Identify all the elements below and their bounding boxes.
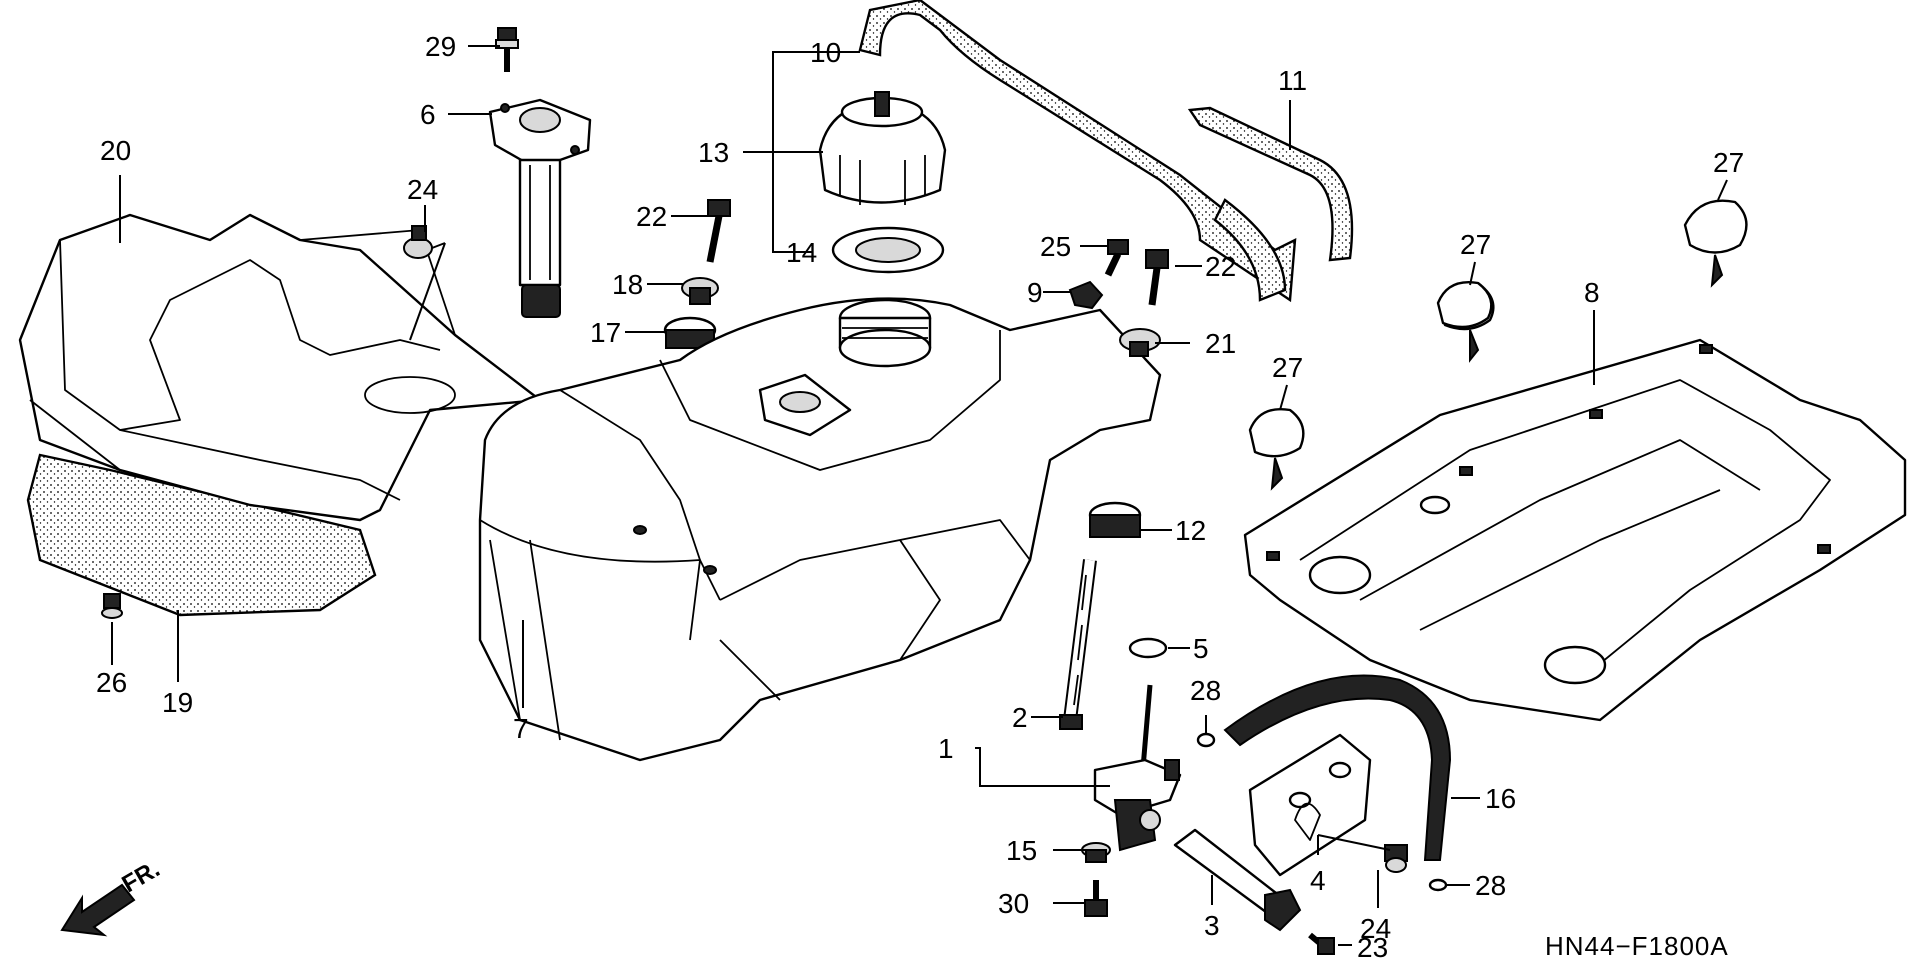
part-26-clip (101, 593, 123, 619)
part-13-fuel-cap (818, 91, 947, 205)
callout-25: 25 (1040, 231, 1071, 262)
part-28-clip-b (1428, 878, 1448, 892)
part-7-fuel-tank (478, 297, 1162, 762)
part-6-fuel-gauge (488, 98, 592, 318)
callout-4: 4 (1310, 865, 1326, 896)
callout-16: 16 (1485, 783, 1516, 814)
part-18-collar (681, 277, 719, 305)
callout-26: 26 (96, 667, 127, 698)
part-14-gasket (831, 226, 945, 274)
callout-7: 7 (513, 713, 529, 744)
callout-22-right: 22 (1205, 251, 1236, 282)
callout-5: 5 (1193, 633, 1209, 664)
part-20-front-cover (18, 213, 542, 522)
part-21-collar (1119, 328, 1161, 357)
callout-27-right: 27 (1713, 147, 1744, 178)
part-1-fuel-valve (1093, 684, 1182, 852)
callout-20: 20 (100, 135, 131, 166)
part-9-nut (1068, 280, 1104, 310)
part-29-bolt (495, 27, 519, 72)
part-10-breather-tube (858, 0, 1297, 303)
callout-23: 23 (1357, 932, 1388, 959)
callout-22-left: 22 (636, 201, 667, 232)
front-direction-arrow: FR. (60, 855, 164, 937)
callout-12: 12 (1175, 515, 1206, 546)
callout-24-bottom: 24 (1360, 913, 1391, 944)
part-17-grommet (663, 316, 717, 349)
part-4-bracket (1248, 733, 1372, 877)
part-10-breather-tube-lower (1213, 198, 1287, 302)
callout-18: 18 (612, 269, 643, 300)
part-30-screw (1084, 880, 1108, 917)
part-24-clip (403, 225, 433, 259)
part-2-strainer (1059, 559, 1097, 730)
part-15-washer (1081, 842, 1111, 863)
callout-2: 2 (1012, 702, 1028, 733)
part-25-bolt (1104, 239, 1129, 277)
part-5-o-ring (1128, 637, 1168, 659)
callout-17: 17 (590, 317, 621, 348)
callout-labels: 29 6 20 24 10 13 14 22 18 17 11 25 22 9 … (96, 31, 1744, 959)
part-27-clamp-d (1248, 408, 1305, 491)
callout-24-top: 24 (407, 174, 438, 205)
callout-1: 1 (938, 733, 954, 764)
part-27-clamp-c (1683, 199, 1748, 288)
part-11-hose (1187, 106, 1354, 262)
part-22-bolt-right (1145, 249, 1169, 306)
callout-21: 21 (1205, 328, 1236, 359)
callout-28-bottom: 28 (1475, 870, 1506, 901)
callout-29: 29 (425, 31, 456, 62)
callout-27-middle: 27 (1460, 229, 1491, 260)
callout-15: 15 (1006, 835, 1037, 866)
callout-8: 8 (1584, 277, 1600, 308)
part-3-drain-tube (1173, 828, 1302, 932)
callout-30: 30 (998, 888, 1029, 919)
callout-14: 14 (786, 237, 817, 268)
leader-lines (111, 45, 1728, 946)
part-12-grommet (1088, 501, 1142, 538)
part-22-bolt-left (706, 199, 731, 263)
callout-6: 6 (420, 99, 436, 130)
part-27-clamp-b (1436, 281, 1493, 329)
callout-11: 11 (1278, 65, 1307, 96)
callout-9: 9 (1027, 277, 1043, 308)
part-28-clip-a (1196, 732, 1216, 748)
diagram-code: HN44−F1800A (1545, 931, 1729, 959)
callout-19: 19 (162, 687, 193, 718)
callout-13: 13 (698, 137, 729, 168)
part-16-fuel-hose (1223, 674, 1452, 861)
part-24-clip-lower (1384, 844, 1408, 873)
callout-28-top: 28 (1190, 675, 1221, 706)
callout-3: 3 (1204, 910, 1220, 941)
part-23-screw (1308, 932, 1335, 955)
part-8-skid-plate (1243, 338, 1907, 722)
callout-27-left: 27 (1272, 352, 1303, 383)
callout-10: 10 (810, 37, 841, 68)
